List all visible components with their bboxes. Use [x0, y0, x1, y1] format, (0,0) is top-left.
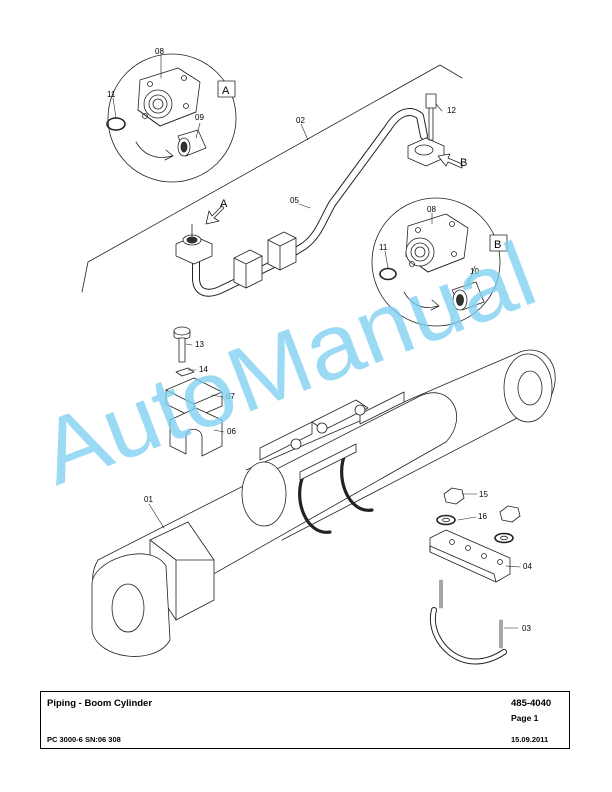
plate-04 — [429, 529, 511, 583]
detail-b-label: B — [494, 239, 501, 251]
detail-b-box — [489, 234, 508, 252]
callout-15: 15 — [479, 490, 488, 499]
leader-lines — [112, 54, 521, 629]
callout-11: 11 — [379, 243, 388, 252]
issue-date: 15.09.2011 — [511, 735, 549, 744]
callout-14: 14 — [199, 365, 208, 374]
callout-03: 03 — [522, 624, 531, 633]
part-number: 485-4040 — [511, 698, 552, 709]
u-strap-03 — [429, 579, 507, 665]
callout-16: 16 — [478, 512, 487, 521]
title-block: Piping - Boom Cylinder 485-4040 Page 1 P… — [40, 691, 570, 749]
detail-a-label: A — [222, 85, 230, 97]
detail-b-view — [371, 197, 501, 327]
callout-11: 11 — [107, 90, 116, 99]
callout-06: 06 — [227, 427, 236, 436]
washer-16 — [436, 514, 514, 544]
callout-08: 08 — [155, 47, 164, 56]
model-serial: PC 3000-6 SN:06 308 — [47, 735, 121, 744]
view-arrow-a — [205, 205, 225, 225]
detail-a-box — [217, 80, 236, 98]
callout-09: 09 — [195, 113, 204, 122]
callout-12: 12 — [447, 106, 456, 115]
boom-cylinder-01 — [91, 349, 556, 657]
callout-labels: 08 11 09 02 12 05 08 11 10 13 14 07 06 0… — [107, 47, 532, 633]
view-arrow-b — [437, 153, 463, 169]
callout-08: 08 — [427, 205, 436, 214]
clamp-halves-06-07 — [165, 377, 223, 457]
nut-15 — [443, 487, 521, 523]
callout-01: 01 — [144, 495, 153, 504]
callout-05: 05 — [290, 196, 299, 205]
callout-04: 04 — [523, 562, 532, 571]
drawing-title: Piping - Boom Cylinder — [47, 698, 153, 709]
arrow-a-label: A — [220, 198, 228, 210]
clamp-bolt-13 — [173, 326, 191, 363]
detail-a-view — [106, 53, 237, 183]
callout-13: 13 — [195, 340, 204, 349]
pipe-05 — [175, 93, 445, 297]
reference-line — [81, 64, 463, 293]
callout-10: 10 — [470, 267, 479, 276]
parts-drawing: 08 11 09 02 12 05 08 11 10 13 14 07 06 0… — [27, 47, 556, 665]
arrow-b-label: B — [460, 157, 467, 169]
callout-02: 02 — [296, 116, 305, 125]
callout-07: 07 — [226, 392, 235, 401]
page-number: Page 1 — [511, 713, 539, 723]
